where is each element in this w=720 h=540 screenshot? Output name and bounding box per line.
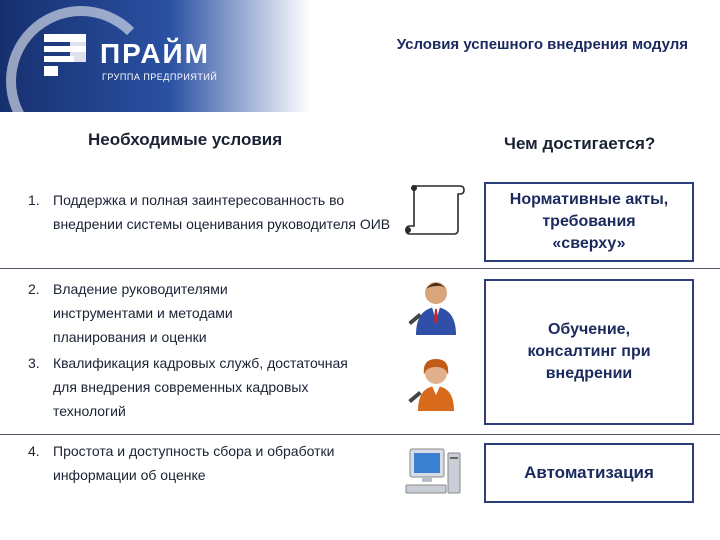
scroll-icon	[405, 185, 465, 235]
means-text: Обучение, консалтинг при внедрении	[527, 321, 651, 382]
condition-item: 3. Квалификация кадровых служб, достаточ…	[28, 351, 348, 423]
item-number: 2.	[28, 281, 40, 297]
item-text: Квалификация кадровых служб, достаточная…	[53, 355, 348, 419]
slide-title: Условия успешного внедрения модуля	[396, 36, 688, 53]
condition-item: 2. Владение руководителями инструментами…	[28, 277, 328, 349]
item-number: 4.	[28, 443, 40, 459]
logo-subtitle: ГРУППА ПРЕДПРИЯТИЙ	[102, 72, 218, 82]
computer-icon	[405, 448, 461, 494]
businessman-icon	[408, 282, 456, 335]
right-column-title: Чем достигается?	[504, 134, 656, 153]
means-box-training: Обучение, консалтинг при внедрении	[484, 279, 694, 425]
item-text: Простота и доступность сбора и обработки…	[53, 443, 335, 483]
condition-row-3: 4. Простота и доступность сбора и обрабо…	[0, 435, 720, 507]
logo-panel: ПРАЙМ ГРУППА ПРЕДПРИЯТИЙ	[0, 0, 310, 156]
condition-row-2: 2. Владение руководителями инструментами…	[0, 269, 720, 435]
means-box-automation: Автоматизация	[484, 443, 694, 503]
left-column-title: Необходимые условия	[88, 130, 283, 149]
item-text: Владение руководителями инструментами и …	[53, 281, 233, 345]
item-text: Поддержка и полная заинтересованность во…	[53, 192, 391, 232]
means-text: Нормативные акты, требования «сверху»	[509, 191, 669, 252]
logo-name: ПРАЙМ	[100, 38, 211, 69]
condition-item: 4. Простота и доступность сбора и обрабо…	[28, 439, 348, 487]
means-text: Автоматизация	[524, 463, 654, 482]
prime-logo-icon	[44, 34, 86, 76]
condition-row-1: 1. Поддержка и полная заинтересованность…	[0, 176, 720, 269]
businesswoman-icon	[408, 359, 454, 411]
item-number: 3.	[28, 355, 40, 371]
means-box-regulations: Нормативные акты, требования «сверху»	[484, 182, 694, 262]
condition-item: 1. Поддержка и полная заинтересованность…	[28, 188, 408, 236]
logo-arc-decoration	[6, 6, 156, 156]
item-number: 1.	[28, 192, 40, 208]
